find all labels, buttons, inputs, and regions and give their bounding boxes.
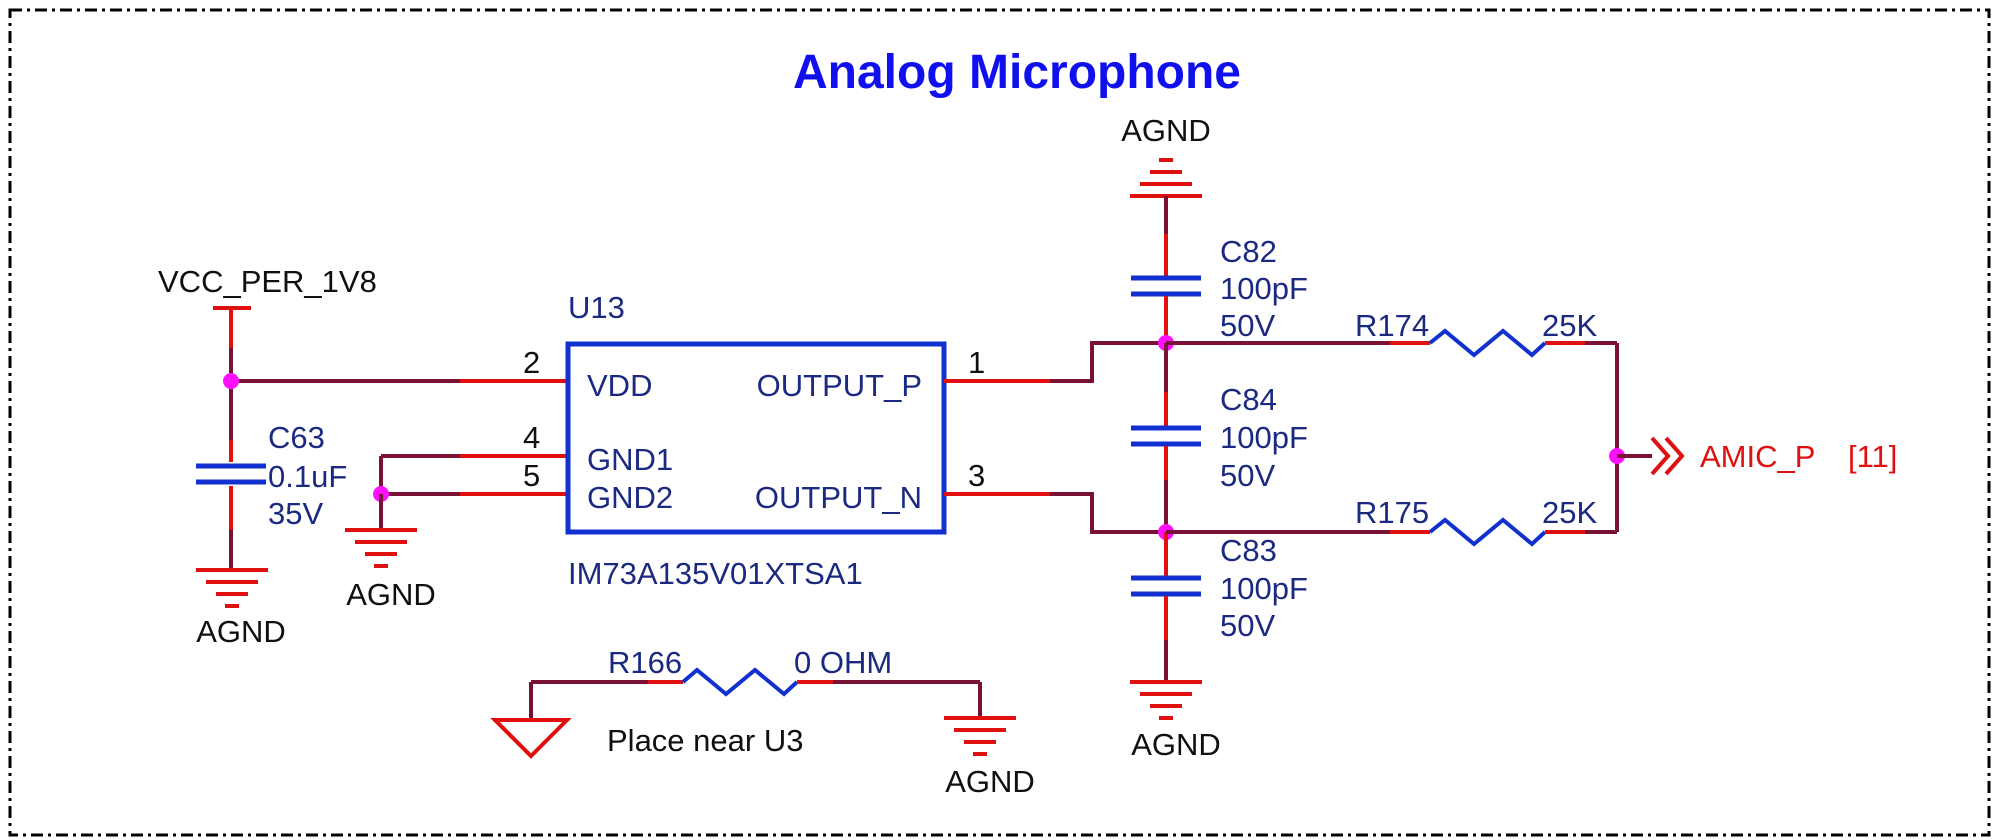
pin-name-output-n: OUTPUT_N [755, 480, 922, 515]
pin-name-gnd1: GND1 [587, 442, 673, 477]
c82-ref: C82 [1220, 234, 1277, 269]
port-arrow-icon [1650, 436, 1671, 476]
resistor-r174: R174 25K [1166, 308, 1617, 358]
c83-value: 100pF [1220, 571, 1308, 606]
agnd-symbol-r166: AGND [944, 716, 1035, 799]
r174-value: 25K [1542, 308, 1597, 343]
capacitor-c84: C84 100pF 50V [1131, 343, 1308, 532]
r175-value: 25K [1542, 495, 1597, 530]
capacitor-c83: C83 100pF 50V [1131, 532, 1308, 682]
chassis-ground-icon [490, 718, 572, 759]
port-amic-p[interactable]: AMIC_P [11] [1650, 436, 1897, 476]
port-sheet-ref[interactable]: [11] [1848, 439, 1897, 474]
r166-value: 0 OHM [794, 645, 892, 680]
c83-ref: C83 [1220, 533, 1277, 568]
r166-ref: R166 [608, 645, 682, 680]
agnd-label-c63: AGND [196, 614, 286, 649]
vcc-net-label: VCC_PER_1V8 [158, 264, 377, 299]
ic-part-number: IM73A135V01XTSA1 [568, 556, 863, 591]
c84-voltage: 50V [1220, 458, 1275, 493]
pin-name-output-p: OUTPUT_P [757, 368, 922, 403]
c83-voltage: 50V [1220, 608, 1275, 643]
resistor-r166: R166 0 OHM [490, 645, 982, 759]
capacitor-c82: C82 100pF 50V [1131, 196, 1308, 343]
sheet-border [8, 8, 1991, 837]
placement-note: Place near U3 [607, 723, 803, 758]
c82-voltage: 50V [1220, 308, 1275, 343]
wire-output-n [1050, 492, 1166, 534]
agnd-label-ic: AGND [346, 577, 436, 612]
agnd-symbol-ic: AGND [345, 528, 436, 612]
ic-u13: U13 IM73A135V01XTSA1 VDD GND1 GND2 OUTPU… [565, 290, 947, 591]
pin-name-gnd2: GND2 [587, 480, 673, 515]
wire-output-p [1050, 341, 1166, 383]
r175-ref: R175 [1355, 495, 1429, 530]
c63-voltage: 35V [268, 496, 323, 531]
pin-number-5: 5 [523, 458, 540, 493]
agnd-symbol-top: AGND [1121, 113, 1211, 198]
pin-number-2: 2 [523, 345, 540, 380]
junction-vcc [223, 373, 239, 389]
agnd-label-top: AGND [1121, 113, 1211, 148]
c84-ref: C84 [1220, 382, 1277, 417]
vcc-power-symbol: VCC_PER_1V8 [158, 264, 377, 348]
agnd-label-c83: AGND [1131, 727, 1221, 762]
agnd-symbol-c83: AGND [1130, 680, 1221, 762]
agnd-label-r166: AGND [945, 764, 1035, 799]
r174-ref: R174 [1355, 308, 1429, 343]
capacitor-c63: C63 0.1uF 35V [196, 420, 347, 568]
port-name: AMIC_P [1700, 439, 1815, 474]
c63-ref: C63 [268, 420, 325, 455]
pin-name-vdd: VDD [587, 368, 652, 403]
c82-value: 100pF [1220, 271, 1308, 306]
page-title: Analog Microphone [793, 46, 1241, 99]
agnd-symbol-c63: AGND [196, 568, 286, 649]
pin-number-3: 3 [968, 458, 985, 493]
c84-value: 100pF [1220, 420, 1308, 455]
ic-designator: U13 [568, 290, 625, 325]
resistor-r175: R175 25K [1166, 495, 1617, 547]
pin-number-4: 4 [523, 420, 540, 455]
ic-body [565, 341, 947, 535]
c63-value: 0.1uF [268, 459, 347, 494]
pin-number-1: 1 [968, 345, 985, 380]
